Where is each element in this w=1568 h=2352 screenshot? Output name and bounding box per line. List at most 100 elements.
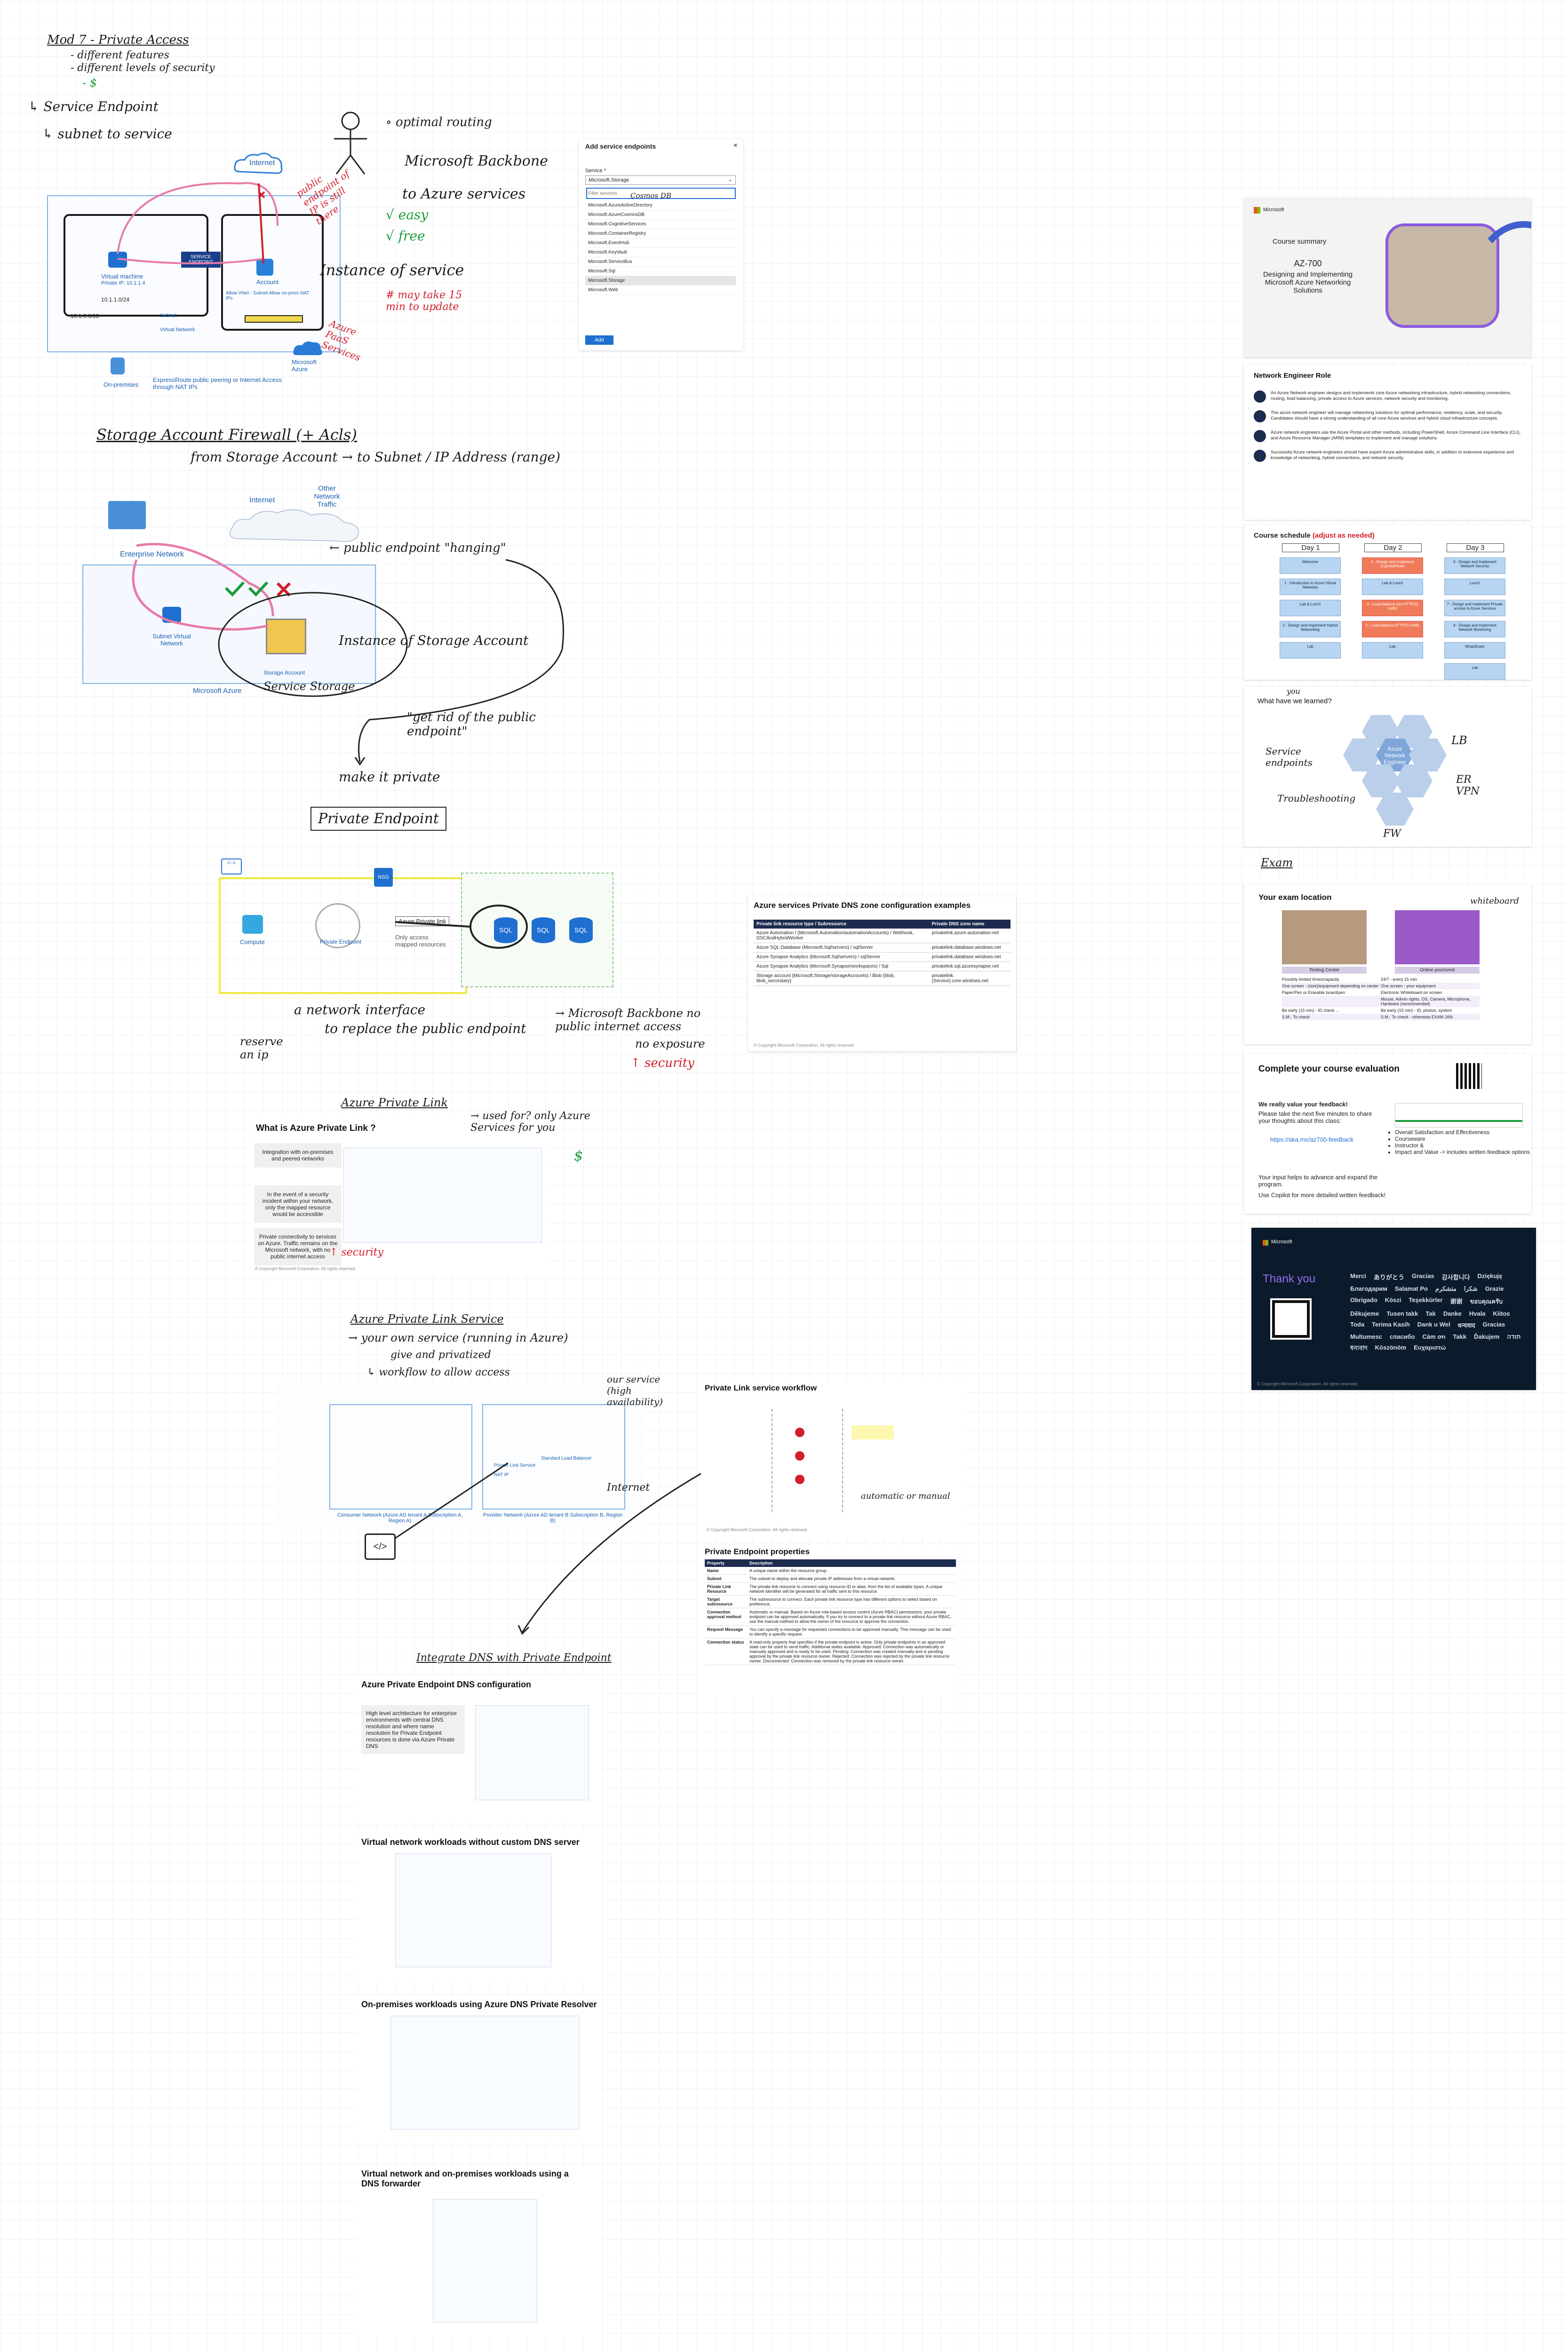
role-point: Successful Azure network engineers shoul… — [1271, 450, 1514, 461]
virtual-network-label: Virtual Network — [160, 327, 195, 333]
schedule-item: 2 - Design and Implement Hybrid Networki… — [1280, 621, 1341, 637]
service-select[interactable]: Microsoft.Storage ⌄ — [585, 175, 736, 185]
list-item: Courseware — [1395, 1136, 1531, 1142]
service-option[interactable]: Microsoft.CognitiveServices — [585, 220, 736, 229]
what-is-private-link-title: What is Azure Private Link ? — [256, 1123, 376, 1133]
internet-cloud-icon-2 — [229, 509, 359, 542]
thank-word: Köszönöm — [1375, 1344, 1407, 1351]
integrate-dns-note: Integrate DNS with Private Endpoint — [416, 1652, 612, 1664]
thank-word: Takk — [1453, 1333, 1467, 1340]
enterprise-network-label: Enterprise Network — [120, 550, 184, 558]
free-note: √ free — [386, 228, 425, 244]
dns-slide-4-title: Virtual network and on-premises workload… — [361, 2169, 569, 2188]
service-option[interactable]: Microsoft.AzureActiveDirectory — [585, 201, 736, 210]
qr-code[interactable] — [1456, 1063, 1482, 1089]
thank-word: Kiitos — [1493, 1310, 1510, 1317]
online-photo — [1395, 910, 1480, 964]
pls-workflow-slide: Private Link service workflow © Copyrigh… — [701, 1381, 964, 1536]
nsg-badge: NSG — [374, 868, 393, 887]
thank-word: Ďakujem — [1474, 1333, 1500, 1340]
private-endpoint-icon — [315, 903, 360, 948]
evaluation-link[interactable]: https://aka.ms/az700-feedback — [1270, 1136, 1354, 1143]
course-summary-label: Course summary — [1273, 238, 1327, 246]
network-interface-note: a network interface — [294, 1002, 426, 1017]
learned-center-label: Azure Network Engineer — [1383, 746, 1407, 765]
thank-word: 谢谢 — [1450, 1298, 1463, 1305]
service-option[interactable]: Microsoft.ContainerRegistry — [585, 229, 736, 238]
microsoft-azure-label-2: Microsoft Azure — [193, 687, 242, 695]
evaluation-copilot: Use Copilot for more detailed written fe… — [1258, 1192, 1386, 1199]
online-label: Online proctored — [1395, 967, 1480, 974]
learned-troubleshooting: Troubleshooting — [1277, 793, 1356, 804]
schedule-day-header: Day 2 — [1364, 543, 1422, 552]
table-cell: Name — [705, 1567, 747, 1575]
dns-slide-3: On-premises workloads using Azure DNS Pr… — [358, 1997, 602, 2143]
thank-word: Merci — [1350, 1272, 1366, 1279]
schedule-day-header: Day 1 — [1282, 543, 1339, 552]
service-option[interactable]: Microsoft.Web — [585, 286, 736, 295]
add-button[interactable]: Add — [585, 335, 613, 345]
schedule-note: (adjust as needed) — [1313, 532, 1375, 540]
table-row: Mouse, Admin rights, OS, Camera, Microph… — [1282, 996, 1480, 1007]
service-option[interactable]: Microsoft.EventHub — [585, 238, 736, 248]
schedule-item: Lab & Lunch — [1280, 600, 1341, 616]
evaluation-value: We really value your feedback! — [1258, 1101, 1348, 1108]
subnet-to-service-note: ↳ subnet to service — [42, 126, 172, 142]
evaluation-bullets: Overall Satisfaction and EffectivenessCo… — [1385, 1129, 1531, 1155]
filter-services-input[interactable] — [586, 188, 736, 199]
subnet-label: Subnet — [160, 313, 176, 318]
service-option[interactable]: Microsoft.Sql — [585, 267, 736, 276]
standard-lb-label: Standard Load Balancer — [541, 1456, 592, 1461]
thank-word: Gracias — [1411, 1272, 1434, 1279]
thank-word: Tak — [1425, 1310, 1436, 1317]
easy-note: √ easy — [386, 207, 429, 222]
private-link-point-2: In the event of a security incident with… — [254, 1185, 342, 1223]
dns-zone-header-2: Private DNS zone name — [929, 920, 1011, 929]
table-cell: The private link resource to connect usi… — [747, 1582, 956, 1596]
ms-backbone-no-public-note: → Microsoft Backbone no public internet … — [555, 1007, 701, 1033]
dns-slide-4: Virtual network and on-premises workload… — [358, 2166, 602, 2336]
list-item: Instructor & — [1395, 1142, 1531, 1149]
dns-zone-copyright: © Copyright Microsoft Corporation. All r… — [754, 1043, 855, 1048]
list-item: Successful Azure network engineers shoul… — [1254, 450, 1522, 462]
schedule-item: 7 - Design and Implement Private access … — [1444, 600, 1505, 616]
sql-icon-1: SQL — [494, 917, 517, 943]
list-item: Impact and Value -> includes written fee… — [1395, 1149, 1531, 1155]
testing-center-photo — [1282, 910, 1367, 964]
thank-word: Gracias — [1482, 1321, 1505, 1328]
internet-note: Internet — [607, 1482, 650, 1494]
network-engineer-role-slide: Network Engineer Role An Azure Network e… — [1244, 365, 1531, 520]
table-cell: One screen - your equipment — [1381, 984, 1436, 988]
schedule-item: 3 - Design and Implement ExpressRoute — [1362, 557, 1423, 574]
pe-properties-title: Private Endpoint properties — [705, 1547, 810, 1556]
thank-word: شكرا — [1464, 1285, 1478, 1292]
table-cell: privatelink.azure-automation.net — [929, 929, 1011, 943]
sql-icon-2: SQL — [532, 917, 555, 943]
thank-word: 감사합니다 — [1441, 1274, 1470, 1281]
may-take-note: # may take 15 min to update — [386, 289, 462, 313]
automatic-manual-note: automatic or manual — [861, 1491, 950, 1501]
thank-word: תודה — [1507, 1333, 1521, 1340]
list-item: Overall Satisfaction and Effectiveness — [1395, 1129, 1531, 1136]
vnet-icon: <·> — [221, 858, 242, 874]
service-option[interactable]: Microsoft.KeyVault — [585, 248, 736, 257]
private-link-architecture — [343, 1148, 542, 1243]
nat-ip-label: NAT IP — [494, 1472, 509, 1478]
close-icon[interactable]: × — [733, 142, 738, 150]
schedule-item: 4 - Load balance non-HTTP(S) traffic — [1362, 600, 1423, 616]
service-option[interactable]: Microsoft.AzureCosmosDB — [585, 210, 736, 220]
enterprise-network-icon — [108, 501, 146, 529]
thanks-qr-code[interactable] — [1270, 1298, 1312, 1340]
no-exposure-note: no exposure — [635, 1037, 705, 1050]
pls-arrows — [395, 1462, 720, 1635]
service-option[interactable]: Microsoft.Storage — [585, 276, 736, 286]
service-option[interactable]: Microsoft.ServiceBus — [585, 257, 736, 267]
thank-word: متشکرم — [1435, 1285, 1457, 1292]
